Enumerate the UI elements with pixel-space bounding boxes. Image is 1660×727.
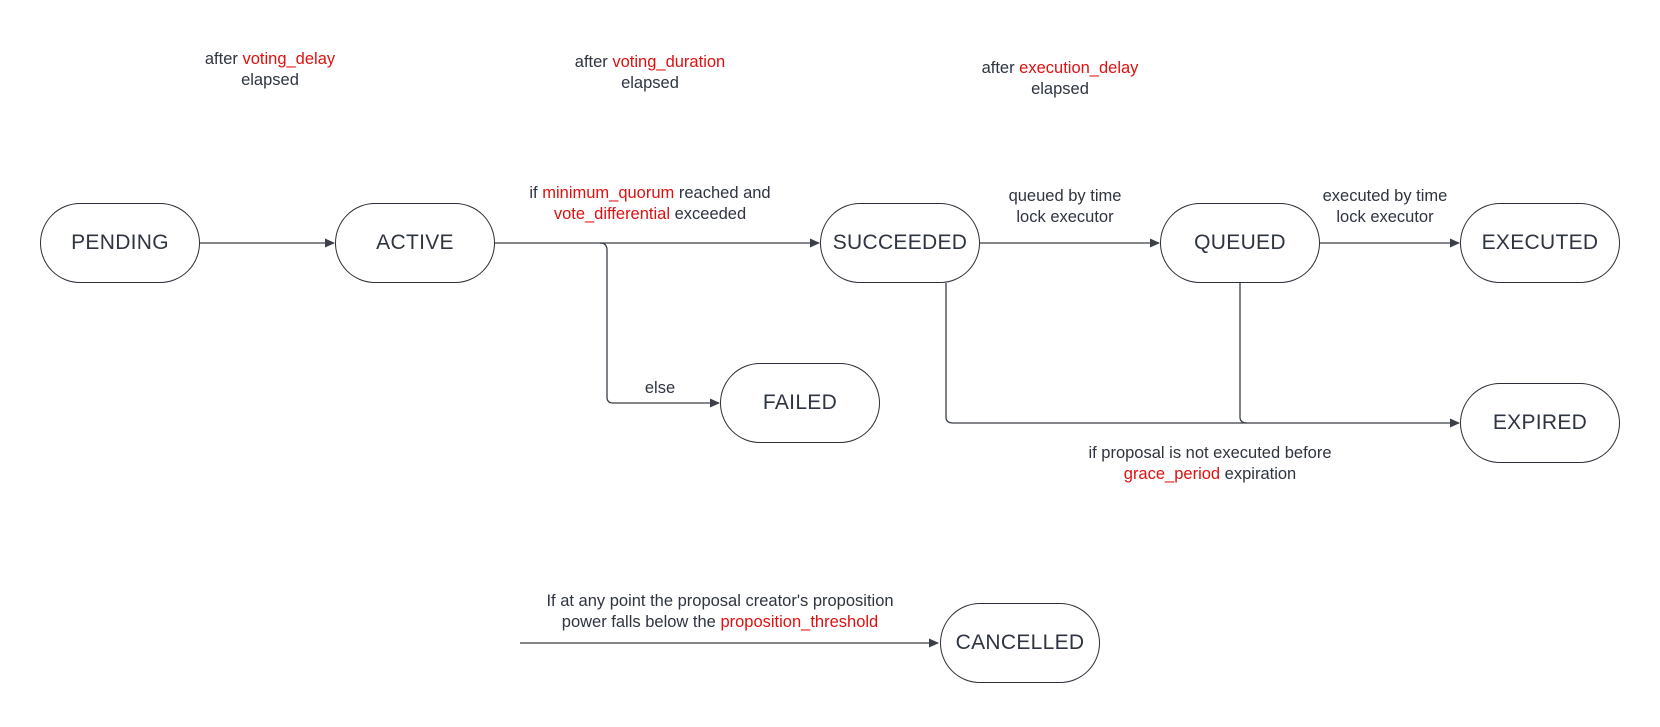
label-grace-period: if proposal is not executed before grace… (1088, 444, 1332, 483)
label-voting-duration: after voting_duration elapsed (574, 53, 726, 92)
state-queued: QUEUED (1160, 203, 1320, 283)
label-else: else (644, 379, 676, 397)
arrow-active-failed (599, 242, 720, 408)
state-expired: EXPIRED (1460, 383, 1620, 463)
label-queued-by: queued by time lock executor (1008, 187, 1122, 226)
state-active: ACTIVE (335, 203, 495, 283)
state-executed: EXECUTED (1460, 203, 1620, 283)
label-executed-by: executed by time lock executor (1322, 187, 1448, 226)
label-execution-delay: after execution_delay elapsed (981, 59, 1139, 98)
state-succeeded: SUCCEEDED (820, 203, 980, 283)
label-voting-delay: after voting_delay elapsed (204, 50, 336, 89)
state-failed: FAILED (720, 363, 880, 443)
arrow-queued-expired (1239, 283, 1248, 424)
state-cancelled: CANCELLED (940, 603, 1100, 683)
arrow-succeeded-expired (945, 283, 1460, 428)
label-cancel-condition: If at any point the proposal creator's p… (546, 592, 894, 631)
state-pending: PENDING (40, 203, 200, 283)
label-quorum-condition: if minimum_quorum reached and vote_diffe… (529, 184, 771, 223)
